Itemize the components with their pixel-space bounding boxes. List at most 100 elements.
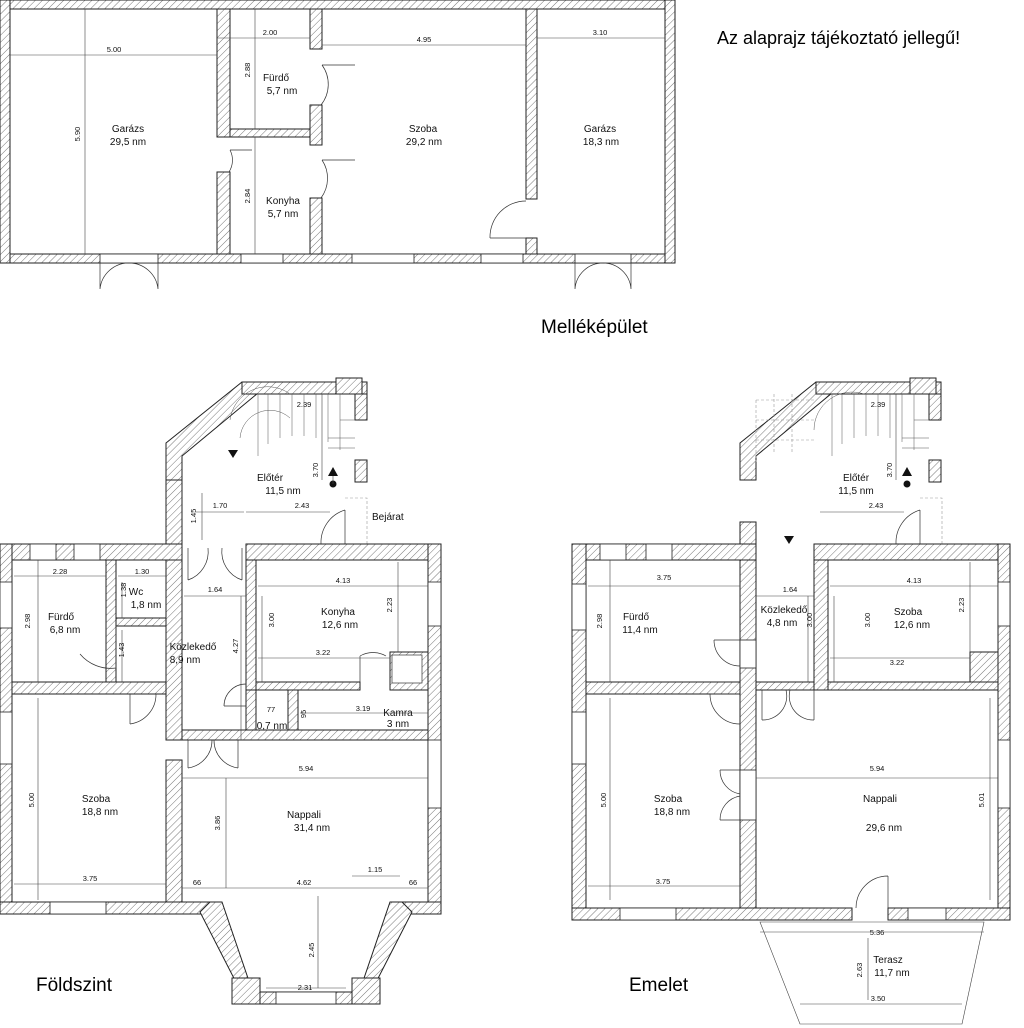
room-area: 11,5 nm — [838, 486, 873, 497]
dim-label: 4.13 — [907, 576, 922, 585]
dim-label: 5.01 — [977, 793, 986, 808]
dim-label: 2.88 — [243, 63, 252, 78]
dim-label: 3.19 — [356, 704, 371, 713]
dim-label: 5.90 — [73, 127, 82, 142]
dim-label: 66 — [409, 878, 417, 887]
ground-floor-plan — [0, 377, 442, 1005]
dim-label: 77 — [267, 705, 275, 714]
room-area: 12,6 nm — [322, 620, 358, 631]
dim-label: 1.64 — [208, 585, 223, 594]
ground-floor-title: Földszint — [36, 975, 113, 996]
room-name: Szoba — [409, 124, 438, 135]
dim-label: 1.45 — [189, 509, 198, 524]
room-area: 8,9 nm — [170, 655, 201, 666]
room-area: 1,8 nm — [131, 600, 162, 611]
dim-label: 1.43 — [117, 643, 126, 658]
dim-label: 2.43 — [295, 501, 310, 510]
dim-label: 2.23 — [957, 598, 966, 613]
dim-label: 3.50 — [871, 994, 886, 1003]
dim-label: 66 — [193, 878, 201, 887]
dim-label: 2.28 — [53, 567, 68, 576]
dim-label: 5.36 — [870, 928, 885, 937]
dim-label: 3.22 — [316, 648, 331, 657]
room-name: Konyha — [321, 607, 355, 618]
dim-label: 3.75 — [657, 573, 672, 582]
dim-label: 3.00 — [863, 613, 872, 628]
room-name: Szoba — [82, 794, 111, 805]
dim-label: 3.86 — [213, 816, 222, 831]
room-area: 29,6 nm — [866, 823, 902, 834]
dim-label: 2.98 — [23, 614, 32, 629]
room-area: 0,7 nm — [257, 721, 288, 732]
room-name: Garázs — [112, 124, 144, 135]
dim-label: 4.62 — [297, 878, 312, 887]
entrance-label: Bejárat — [372, 512, 404, 523]
dim-label: 2.63 — [855, 963, 864, 978]
dim-label: 1.38 — [119, 583, 128, 598]
annex-title: Melléképület — [541, 317, 648, 338]
dim-label: 2.00 — [263, 28, 278, 37]
room-area: 5,7 nm — [267, 86, 298, 97]
room-name: Előtér — [843, 473, 870, 484]
dim-label: 2.39 — [297, 400, 312, 409]
dim-label: 5.00 — [27, 793, 36, 808]
room-name: Közlekedő — [170, 642, 217, 653]
dim-label: 4.27 — [231, 639, 240, 654]
room-name: Nappali — [287, 810, 321, 821]
room-name: Wc — [129, 587, 143, 598]
room-area: 11,7 nm — [874, 968, 909, 979]
room-area: 18,3 nm — [583, 137, 619, 148]
dim-label: 1.64 — [783, 585, 798, 594]
room-name: Nappali — [863, 794, 897, 805]
upper-floor-title: Emelet — [629, 975, 689, 996]
dim-label: 2.43 — [869, 501, 884, 510]
room-name: Fürdő — [48, 612, 75, 623]
room-area: 4,8 nm — [767, 618, 798, 629]
dim-label: 2.98 — [595, 614, 604, 629]
dim-label: 3.00 — [805, 613, 814, 628]
upper-floor-plan — [571, 377, 1011, 1025]
dim-label: 4.13 — [336, 576, 351, 585]
room-name: Közlekedő — [761, 605, 808, 616]
dim-label: 5.00 — [107, 45, 122, 54]
room-area: 3 nm — [387, 719, 409, 730]
dim-label: 3.70 — [311, 463, 320, 478]
room-area: 12,6 nm — [894, 620, 930, 631]
room-area: 6,8 nm — [50, 625, 81, 636]
dim-label: 5.94 — [870, 764, 885, 773]
dim-label: 3.75 — [83, 874, 98, 883]
room-name: Szoba — [894, 607, 923, 618]
dim-label: 4.95 — [417, 35, 432, 44]
room-area: 5,7 nm — [268, 209, 299, 220]
room-area: 29,5 nm — [110, 137, 146, 148]
room-name: Előtér — [257, 473, 284, 484]
annex-building — [0, 0, 676, 290]
room-area: 18,8 nm — [82, 807, 118, 818]
room-area: 29,2 nm — [406, 137, 442, 148]
disclaimer-text: Az alaprajz tájékoztató jellegű! — [717, 28, 960, 48]
dim-label: 1.30 — [135, 567, 150, 576]
room-name: Terasz — [873, 955, 902, 966]
dim-label: 1.70 — [213, 501, 228, 510]
dim-label: 2.84 — [243, 189, 252, 204]
room-area: 11,5 nm — [265, 486, 300, 497]
dim-label: 2.45 — [307, 943, 316, 958]
dim-label: 3.70 — [885, 463, 894, 478]
dim-label: 95 — [299, 710, 308, 718]
dim-label: 1.15 — [368, 865, 383, 874]
room-area: 18,8 nm — [654, 807, 690, 818]
dim-label: 3.00 — [267, 613, 276, 628]
dim-label: 3.22 — [890, 658, 905, 667]
dim-label: 2.23 — [385, 598, 394, 613]
room-name: Fürdő — [263, 73, 290, 84]
room-name: Fürdő — [623, 612, 650, 623]
dim-label: 2.31 — [298, 983, 313, 992]
room-area: 31,4 nm — [294, 823, 330, 834]
room-name: Konyha — [266, 196, 300, 207]
room-name: Garázs — [584, 124, 616, 135]
room-name: Kamra — [383, 708, 413, 719]
dim-label: 3.75 — [656, 877, 671, 886]
dim-label: 5.94 — [299, 764, 314, 773]
dim-label: 3.10 — [593, 28, 608, 37]
